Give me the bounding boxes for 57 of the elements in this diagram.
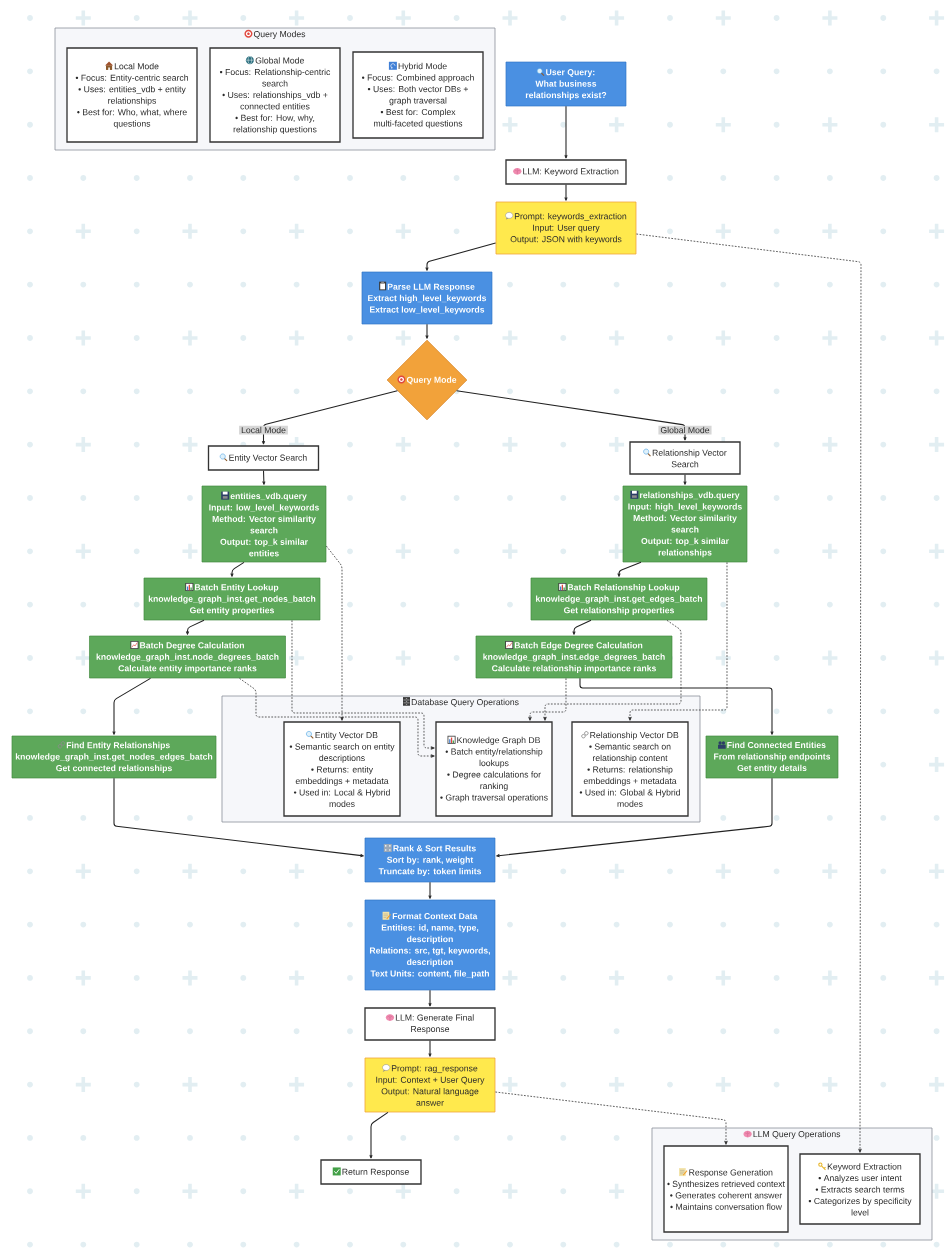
info-box: Global Mode • Focus: Relationship-centric search • Uses: relationships_vdb + connected entities • Best for: How, why, relationship questions [209,47,341,143]
arrow [617,561,642,577]
arrow [425,242,497,271]
dotted-arrow [325,545,344,721]
arrow [456,390,687,441]
arrow [564,184,568,201]
prompt-box: Prompt: keywords_extraction Input: User query Output: JSON with keywords [495,201,637,255]
dotted-arrow [291,620,435,750]
process-box: Entity Vector Search [207,445,320,471]
info-box: Response Generation • Synthesizes retrieved context • Generates coherent answer • Maintains conversation flow [663,1145,789,1233]
dotted-arrow [528,677,567,721]
process-box: relationships_vdb.query Input: high_level_keywords Method: Vector similarity search Output: top_k similar relationships [622,485,748,563]
dotted-arrow [636,233,862,1153]
process-box: Format Context Data Entities: id, name, type, description Relations: src, tgt, keywords, description Text Units: content, file_path [364,899,496,991]
arrow [428,1040,432,1057]
dotted-arrow [628,561,728,721]
dotted-arrow [543,620,682,721]
arrow [428,881,432,899]
process-box: Batch Entity Lookup knowledge_graph_inst.get_nodes_batch Get entity properties [143,577,321,621]
process-box: User Query: What business relationships exist? [505,61,627,107]
process-box: Find Connected Entities From relationship endpoints Get entity details [705,735,839,779]
prompt-box: Prompt: rag_response Input: Context + User Query Output: Natural language answer [364,1057,496,1113]
arrow [112,677,152,735]
process-box: Batch Relationship Lookup knowledge_graph_inst.get_edges_batch Get relationship properties [530,577,708,621]
process-box: Find Entity Relationships knowledge_graph_inst.get_nodes_edges_batch Get connected relationships [11,735,217,779]
info-box: Entity Vector DB • Semantic search on entity descriptions • Returns: entity embeddings + metadata • Used in: Local & Hybrid modes [283,721,401,817]
arrow [683,474,687,485]
process-box: Batch Degree Calculation knowledge_graph_inst.node_degrees_batch Calculate entity importance ranks [89,635,286,679]
process-box: Parse LLM Response Extract high_level_keywords Extract low_level_keywords [361,271,493,325]
info-box: Knowledge Graph DB • Batch entity/relationship lookups • Degree calculations for ranking • Graph traversal operations [435,721,553,817]
arrow [428,989,432,1007]
arrow [113,777,364,858]
arrow [261,390,398,445]
arrow [572,619,592,635]
arrow [579,677,774,735]
dotted-arrow [495,1091,728,1145]
process-box: entities_vdb.query Input: low_level_keywords Method: Vector similarity search Output: top_k similar entities [201,485,327,563]
arrow [230,561,245,577]
edge-label: Local Mode [239,425,288,435]
info-box: Keyword Extraction • Analyzes user intent • Extracts search terms • Categorizes by specificity level [799,1153,921,1225]
arrow [564,105,568,159]
process-box: Return Response [320,1159,422,1185]
process-box: LLM: Generate Final Response [364,1007,496,1041]
info-box: Relationship Vector DB • Semantic search on relationship content • Returns: relationship embeddings + metadata • Used in: Global & Hybrid modes [571,721,689,817]
process-box: Relationship Vector Search [629,441,741,475]
info-box: Local Mode • Focus: Entity-centric search • Uses: entities_vdb + entity relationships • Best for: Who, what, where questions [66,47,198,143]
process-box: LLM: Keyword Extraction [505,159,627,185]
process-box: Rank & Sort Results Sort by: rank, weight Truncate by: token limits [364,837,496,883]
edge-label: Global Mode [658,425,712,435]
arrow [262,470,266,485]
arrow [425,323,429,339]
arrow [496,777,773,858]
info-box: Hybrid Mode • Focus: Combined approach • Uses: Both vector DBs + graph traversal • Best for: Complex multi-faceted questions [352,51,484,139]
process-box: Batch Edge Degree Calculation knowledge_graph_inst.edge_degrees_batch Calculate relationship importance ranks [475,635,673,679]
arrow [369,1111,389,1159]
dotted-arrow [239,677,435,758]
arrow [185,619,205,635]
